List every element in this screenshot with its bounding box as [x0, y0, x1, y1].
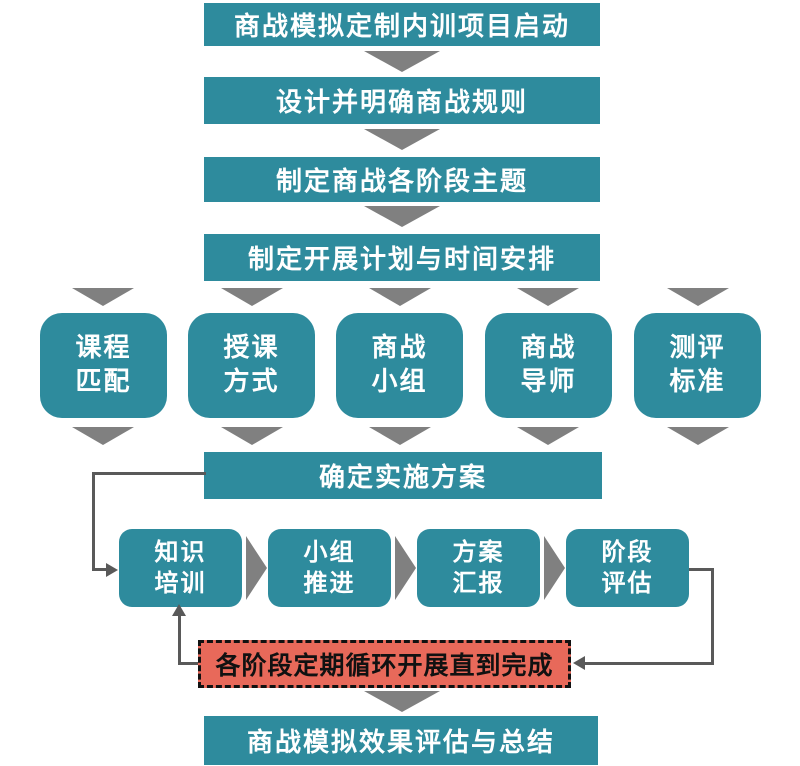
element-box-assessment-criteria: 测评 标准 — [634, 313, 761, 418]
cycle-label-line: 汇报 — [452, 569, 505, 597]
step-box-schedule: 制定开展计划与时间安排 — [204, 234, 600, 281]
cycle-label-line: 小组 — [303, 537, 356, 566]
start-box: 商战模拟定制内训项目启动 — [204, 3, 600, 46]
connector-loopback-horizontal — [178, 662, 198, 665]
connector-plan-left-vertical — [92, 472, 95, 570]
end-box: 商战模拟效果评估与总结 — [204, 716, 598, 765]
right-arrow-icon — [246, 536, 267, 600]
element-label-line: 商战 — [520, 332, 577, 363]
right-arrow-icon — [395, 536, 416, 600]
fan-down-arrow-icon — [517, 288, 579, 306]
cycle-box-knowledge-training: 知识 培训 — [119, 529, 242, 607]
element-label-line: 小组 — [371, 366, 428, 397]
element-box-teaching-method: 授课 方式 — [188, 313, 315, 418]
connector-plan-entry-horizontal — [92, 568, 108, 571]
element-label-line: 商战 — [371, 332, 428, 363]
connector-loopback-vertical — [178, 615, 181, 665]
element-box-course-match: 课程 匹配 — [40, 313, 167, 418]
cycle-box-plan-report: 方案 汇报 — [417, 529, 540, 607]
loop-note-box: 各阶段定期循环开展直到完成 — [198, 640, 571, 688]
fan-down-arrow-icon — [667, 427, 729, 445]
fan-down-arrow-icon — [72, 427, 134, 445]
fan-down-arrow-icon — [221, 288, 283, 306]
fan-down-arrow-icon — [667, 288, 729, 306]
element-label-line: 测评 — [669, 332, 726, 363]
down-arrow-icon — [364, 691, 440, 712]
element-label-line: 课程 — [75, 332, 132, 363]
element-label-line: 授课 — [223, 332, 280, 363]
cycle-box-stage-evaluation: 阶段 评估 — [566, 529, 689, 607]
cycle-label-line: 方案 — [452, 537, 505, 566]
connector-plan-left-horizontal — [92, 472, 206, 475]
fan-down-arrow-icon — [369, 427, 431, 445]
element-box-battle-mentor: 商战 导师 — [485, 313, 612, 418]
element-label-line: 导师 — [520, 366, 577, 397]
arrowhead-right-icon — [106, 563, 118, 577]
element-label-line: 标准 — [669, 366, 726, 397]
connector-eval-bottom-horizontal — [585, 662, 714, 665]
arrowhead-up-icon — [172, 604, 186, 616]
cycle-label-line: 推进 — [303, 569, 356, 597]
cycle-box-group-progress: 小组 推进 — [268, 529, 391, 607]
step-box-rules: 设计并明确商战规则 — [204, 77, 600, 124]
element-label-line: 方式 — [223, 366, 280, 397]
element-box-battle-groups: 商战 小组 — [336, 313, 463, 418]
step-box-themes: 制定商战各阶段主题 — [204, 157, 600, 202]
connector-eval-right-horizontal — [689, 568, 714, 571]
fan-down-arrow-icon — [72, 288, 134, 306]
down-arrow-icon — [364, 206, 440, 227]
down-arrow-icon — [364, 129, 440, 150]
fan-down-arrow-icon — [221, 427, 283, 445]
cycle-label-line: 培训 — [154, 569, 207, 597]
down-arrow-icon — [364, 51, 440, 72]
element-label-line: 匹配 — [75, 366, 132, 397]
connector-eval-right-vertical — [711, 568, 714, 665]
cycle-label-line: 知识 — [154, 537, 207, 566]
right-arrow-icon — [544, 536, 565, 600]
arrowhead-left-icon — [573, 656, 585, 670]
fan-down-arrow-icon — [369, 288, 431, 306]
cycle-label-line: 评估 — [601, 569, 654, 597]
cycle-label-line: 阶段 — [601, 537, 654, 566]
fan-down-arrow-icon — [517, 427, 579, 445]
plan-box: 确定实施方案 — [204, 452, 602, 499]
